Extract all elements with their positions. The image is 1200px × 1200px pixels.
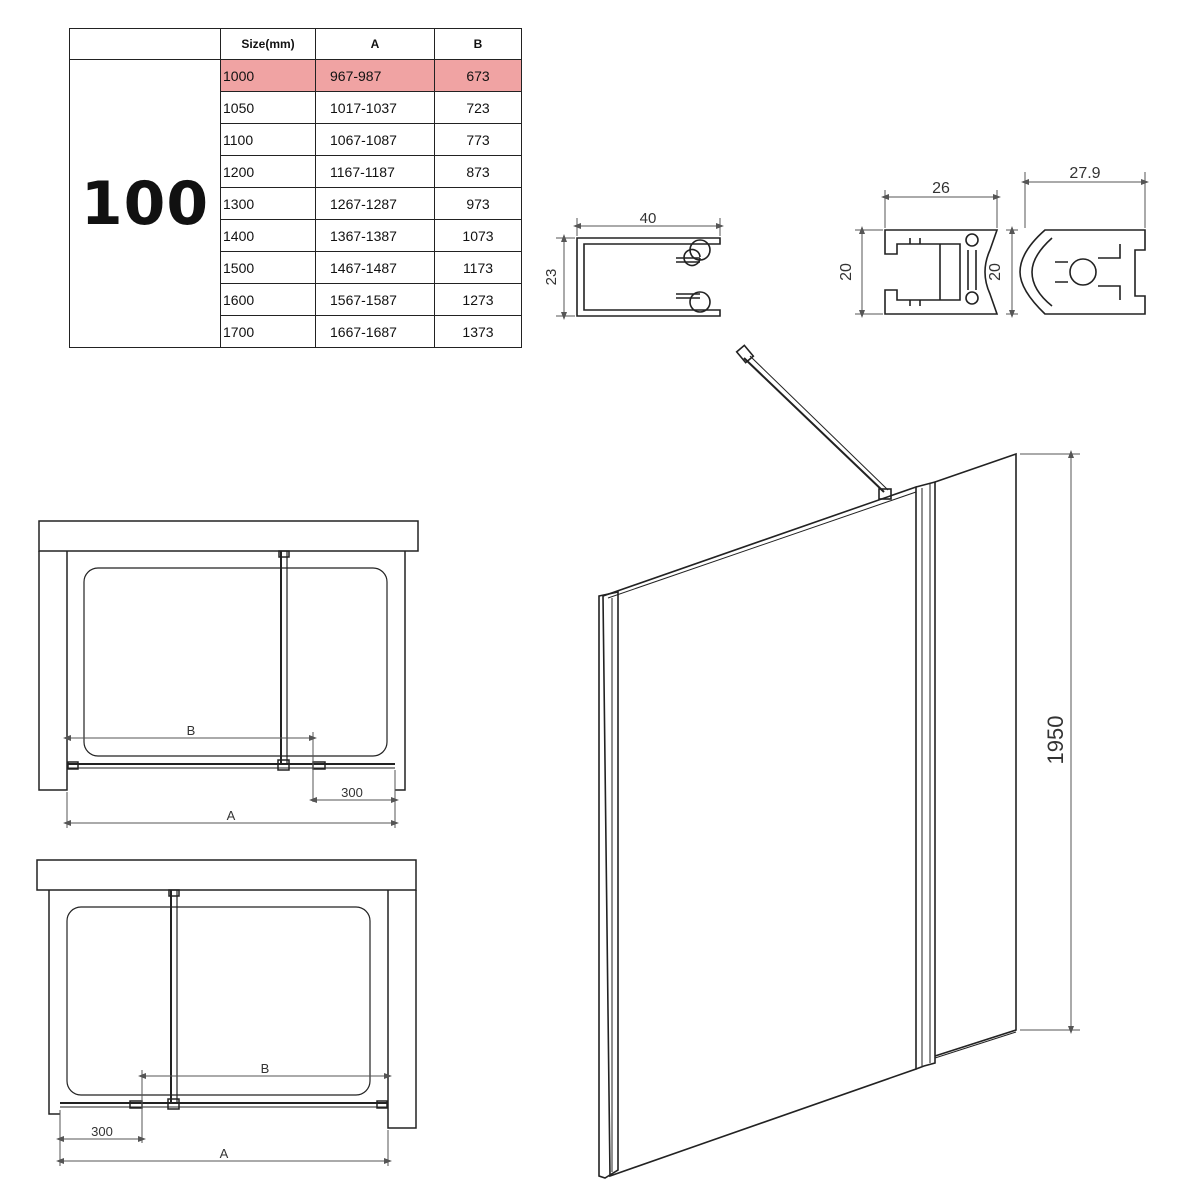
plan-view-bottom	[36, 859, 417, 1129]
bracket-width-label: 26	[932, 180, 950, 197]
elevation-dimensions	[1020, 450, 1080, 1034]
bracket-dimensions	[855, 190, 1001, 318]
cell-size: 1050	[220, 91, 316, 124]
table-row: 1300 1267-1287 973	[70, 187, 522, 220]
plan-top-a-label: A	[227, 808, 236, 823]
clamp-width-label: 27.9	[1069, 165, 1100, 182]
cell-b: 1173	[434, 251, 522, 284]
cell-b: 973	[434, 187, 522, 220]
channel-profile	[576, 237, 721, 317]
cell-a: 1017-1037	[315, 91, 435, 124]
channel-dimensions	[556, 218, 724, 320]
plan-top-dimensions	[63, 732, 399, 828]
cell-a: 967-987	[315, 59, 435, 92]
cell-size: 1100	[220, 123, 316, 156]
table-row: 100 1000 967-987 673	[69, 59, 522, 348]
cell-b: 673	[434, 59, 522, 92]
cell-b: 1273	[434, 283, 522, 316]
cell-size: 1500	[220, 251, 316, 284]
elevation-height-label: 1950	[1043, 716, 1068, 765]
table-row: 1500 1467-1487 1173	[70, 251, 522, 284]
cell-size: 1600	[220, 283, 316, 316]
channel-height-label: 23	[543, 269, 560, 286]
table-row: 1050 1017-1037 723	[70, 91, 522, 124]
table-row: 1100 1067-1087 773	[70, 123, 522, 156]
cell-b: 723	[434, 91, 522, 124]
cell-a: 1467-1487	[315, 251, 435, 284]
table-row: 1400 1367-1387 1073	[70, 219, 522, 252]
clamp-profile	[1019, 229, 1146, 315]
cell-a: 1567-1587	[315, 283, 435, 316]
cell-a: 1167-1187	[315, 155, 435, 188]
cell-size: 1000	[220, 59, 316, 92]
plan-top-b-label: B	[187, 723, 196, 738]
plan-bottom-a-label: A	[220, 1146, 229, 1161]
plan-bottom-dimensions	[56, 1070, 392, 1166]
bracket-height-label: 20	[838, 263, 855, 281]
channel-width-label: 40	[640, 210, 657, 227]
header-b: B	[434, 28, 522, 60]
bracket-profile	[884, 229, 999, 315]
cell-a: 1267-1287	[315, 187, 435, 220]
elevation-view	[598, 344, 1017, 1179]
plan-bottom-300-label: 300	[91, 1124, 113, 1139]
series-label: 100	[69, 59, 221, 348]
table-row: 1700 1667-1687 1373	[70, 315, 522, 348]
cell-b: 1073	[434, 219, 522, 252]
clamp-height-label: 20	[987, 263, 1004, 281]
cell-a: 1067-1087	[315, 123, 435, 156]
cell-size: 1200	[220, 155, 316, 188]
plan-view-top	[38, 520, 419, 791]
cell-b: 773	[434, 123, 522, 156]
cell-b: 1373	[434, 315, 522, 348]
clamp-dimensions	[1006, 172, 1149, 318]
table-row: 1200 1167-1187 873	[70, 155, 522, 188]
cell-size: 1700	[220, 315, 316, 348]
table-row: 1600 1567-1587 1273	[70, 283, 522, 316]
plan-top-300-label: 300	[341, 785, 363, 800]
size-table: Size(mm) A B 100 1000 967-987 673 1050 1…	[69, 28, 522, 348]
plan-bottom-b-label: B	[261, 1061, 270, 1076]
